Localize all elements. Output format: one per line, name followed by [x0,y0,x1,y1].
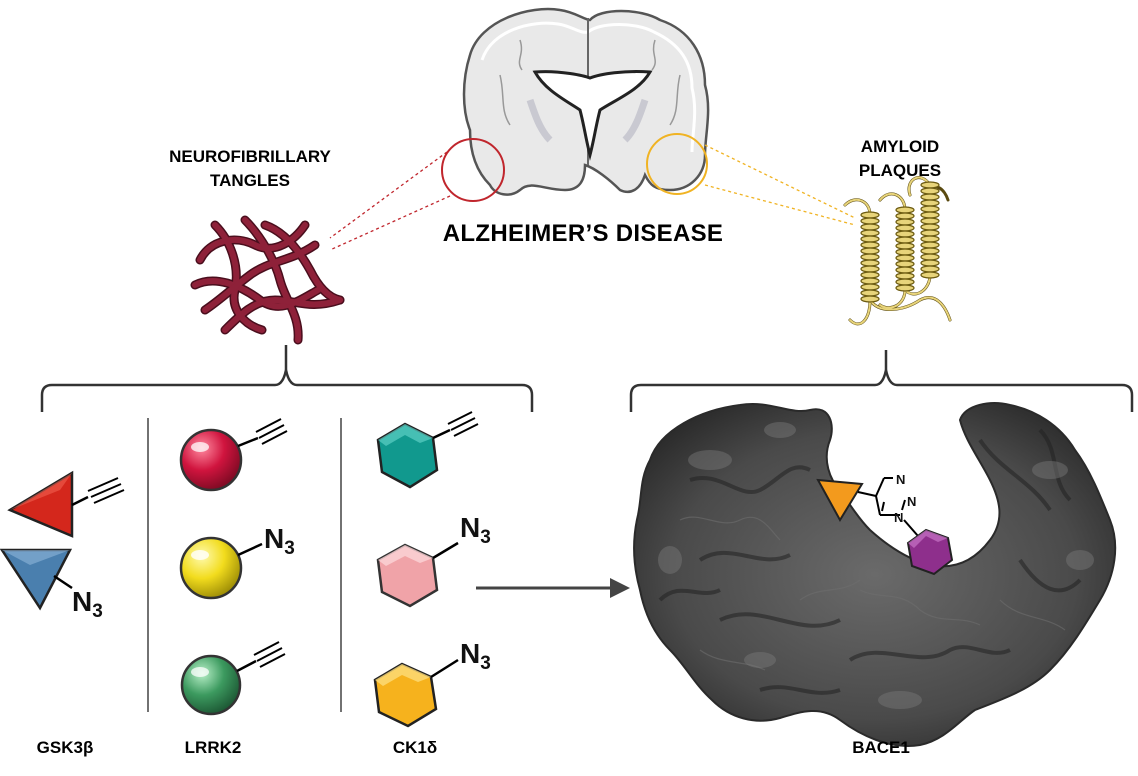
helix-coil [895,248,915,256]
azide-sub: 3 [284,538,295,559]
azide-label-gsk: N3 [72,586,103,623]
azide-main: N [460,638,481,669]
helix-coil [920,265,940,273]
helix-coil [920,253,940,261]
brain-cross-section [462,7,710,196]
helix-coil [920,247,940,255]
helix-coil [860,211,880,219]
left-bracket [40,369,534,412]
helix-coil [860,289,880,297]
disease-title: ALZHEIMER’S DISEASE [442,220,724,247]
helix-coil [920,205,940,213]
helix-coil [920,241,940,249]
red-sphere-alkyne [179,418,288,492]
helix-coil [860,223,880,231]
helix-coil [895,236,915,244]
blue-triangle-azide [0,548,73,611]
helix-coil [860,295,880,303]
helix-coil [860,259,880,267]
target-label-gsk3b: GSK3β [36,738,94,757]
triazole-n2: N [907,494,916,509]
plaques-label-line2: PLAQUES [858,161,942,180]
amyloid-plaques-illustration [843,176,952,326]
helix-coil [895,224,915,232]
helix-coil [895,242,915,250]
helix-coil [860,277,880,285]
pink-hexagon-azide [376,541,459,608]
azide-sub: 3 [92,601,103,622]
azide-sub: 3 [480,527,491,548]
helix-coil [920,193,940,201]
helix-coil [895,212,915,220]
red-triangle-alkyne [7,470,125,538]
azide-label-ck-orange: N3 [460,638,491,675]
helix-coil [860,283,880,291]
helix-coil [920,235,940,243]
helix-coil [860,253,880,261]
neurofibrillary-tangles-illustration [190,215,345,345]
helix-coil [920,217,940,225]
plaques-label-line1: AMYLOID [860,137,940,156]
helix-coil [920,211,940,219]
helix-coil [895,278,915,286]
tangles-label-line2: TANGLES [210,171,290,190]
helix-coil [860,271,880,279]
tangles-label: NEUROFIBRILLARY TANGLES [145,145,355,193]
right-bracket [629,369,1134,412]
bace1-protein-surface [633,402,1117,747]
helix-coil [895,218,915,226]
yellow-sphere-azide [179,536,263,600]
helix-coil [920,259,940,267]
tangles-highlight-circle [441,138,505,202]
azide-label-lrrk: N3 [264,523,295,560]
helix-coil [920,229,940,237]
triazole-n1: N [896,472,905,487]
tangles-connector-lines [329,151,451,251]
helix-coil [860,247,880,255]
helix-coil [860,217,880,225]
target-label-ck1d: CK1δ [392,738,438,757]
azide-sub: 3 [480,653,491,674]
triazole-n3: N [894,510,903,525]
helix-coil [895,272,915,280]
helix-coil [895,284,915,292]
plaques-label: AMYLOID PLAQUES [830,135,970,183]
helix-coil [895,206,915,214]
azide-main: N [460,512,481,543]
plaques-connector-lines [704,144,856,226]
azide-label-ck-pink: N3 [460,512,491,549]
arrow [476,578,630,598]
helix-coil [860,229,880,237]
helix-coil [920,223,940,231]
helix-coil [860,241,880,249]
helix-coil [920,199,940,207]
orange-hexagon-azide [373,658,459,728]
helix-coil [895,260,915,268]
helix-coil [920,271,940,279]
helix-coil [895,266,915,274]
triazole-ligand [816,477,954,576]
helix-coil [895,254,915,262]
green-sphere-alkyne [180,641,286,716]
target-label-bace1: BACE1 [852,738,910,757]
teal-hexagon-alkyne [376,411,479,489]
azide-main: N [264,523,285,554]
helix-coil [920,187,940,195]
azide-main: N [72,586,93,617]
plaques-highlight-circle [646,133,708,195]
helix-coil [860,235,880,243]
target-label-lrrk2: LRRK2 [184,738,242,757]
tangles-label-line1: NEUROFIBRILLARY [169,147,331,166]
helix-coil [895,230,915,238]
helix-coil [860,265,880,273]
